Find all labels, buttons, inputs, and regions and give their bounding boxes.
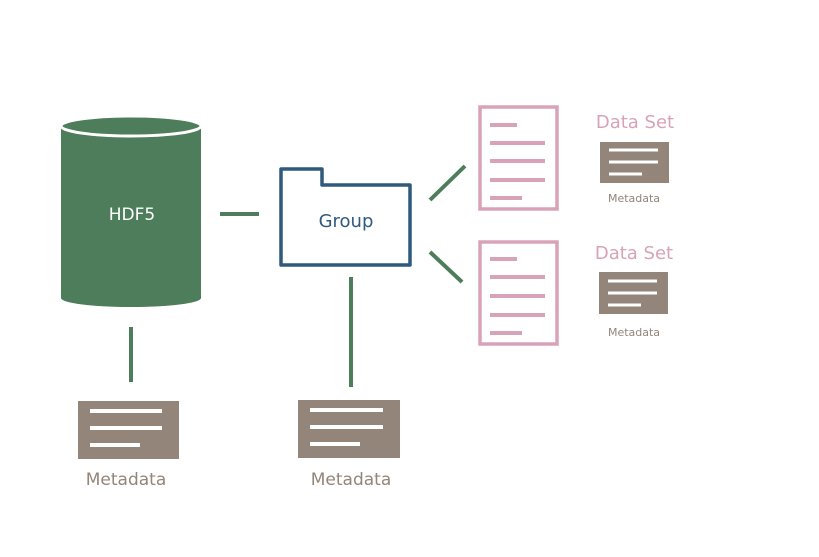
dataset-1: Data Set Metadata: [478, 105, 674, 211]
dataset-title: Data Set: [596, 112, 674, 133]
document-icon: [478, 105, 559, 211]
dataset-metadata-label: Metadata: [608, 326, 660, 339]
connector-group-dataset-2: [428, 250, 464, 284]
metadata-card-icon: [600, 142, 669, 183]
dataset-metadata-label: Metadata: [608, 192, 660, 205]
group-node: Group: [279, 167, 412, 267]
metadata-card-icon: [298, 400, 400, 458]
group-label: Group: [319, 211, 374, 232]
metadata-card-icon: [78, 401, 179, 459]
hdf5-label: HDF5: [109, 205, 155, 225]
hdf5-metadata: Metadata: [78, 401, 179, 490]
metadata-card-icon: [599, 272, 668, 314]
connector-group-dataset-1: [428, 164, 467, 202]
metadata-label: Metadata: [86, 470, 167, 490]
document-icon: [478, 240, 559, 346]
dataset-2: Data Set Metadata: [478, 240, 673, 346]
hdf5-node: HDF5: [59, 114, 203, 307]
metadata-label: Metadata: [311, 470, 392, 490]
group-metadata: Metadata: [298, 400, 400, 490]
folder-icon: [279, 167, 412, 267]
dataset-title: Data Set: [595, 243, 673, 264]
database-cylinder-icon: [61, 126, 201, 307]
database-cylinder-top: [59, 114, 203, 138]
connectors: [129, 164, 467, 387]
